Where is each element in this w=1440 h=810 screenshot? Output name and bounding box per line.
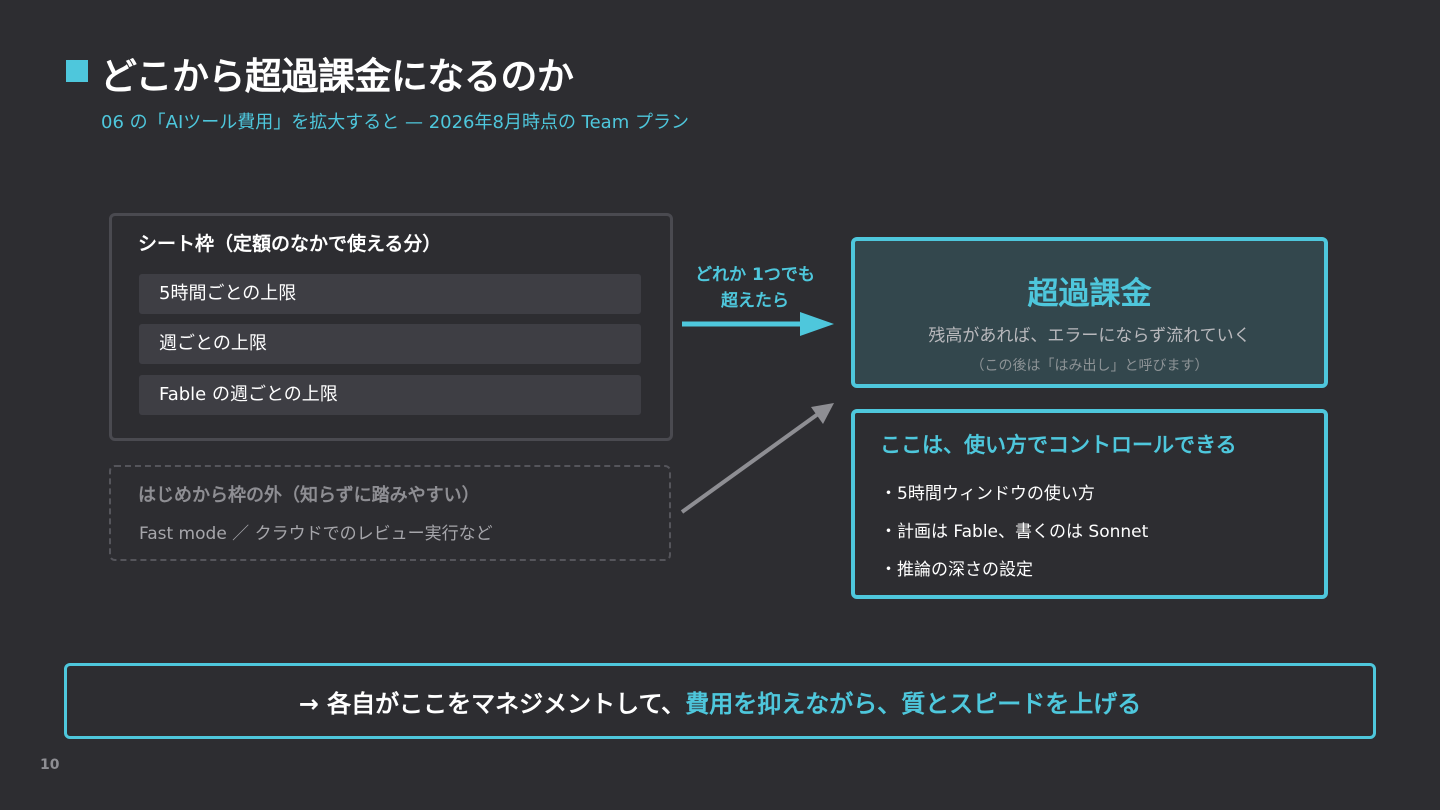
- seat-quota-box: [109, 213, 673, 441]
- outside-quota-title: はじめから枠の外（知らずに踏みやすい）: [138, 485, 480, 506]
- outside-quota-box: [109, 465, 671, 561]
- usage-control-title: ここは、使い方でコントロールできる: [880, 433, 1237, 457]
- conclusion-prefix: → 各自がここをマネジメントして、: [298, 690, 686, 718]
- limit-item-fable-weekly: Fable の週ごとの上限: [139, 375, 641, 415]
- limit-item-weekly: 週ごとの上限: [139, 324, 641, 364]
- exceed-arrow-label: どれか 1つでも 超えたら: [680, 262, 830, 314]
- overage-billing-box: [851, 237, 1328, 388]
- limit-item-5h: 5時間ごとの上限: [139, 274, 641, 314]
- usage-control-box: [851, 409, 1328, 599]
- overage-billing-title: 超過課金: [1027, 276, 1152, 312]
- control-item-fable-sonnet: ・計画は Fable、書くのは Sonnet: [880, 522, 1149, 542]
- title-square-marker: [66, 60, 88, 82]
- page-subtitle: 06 の「AIツール費用」を拡大すると — 2026年8月時点の Team プラ…: [101, 112, 689, 133]
- overage-billing-description: 残高があれば、エラーにならず流れていく: [928, 326, 1251, 346]
- exceed-arrow: [682, 312, 834, 336]
- control-item-reasoning-depth: ・推論の深さの設定: [880, 560, 1033, 580]
- page-title: どこから超過課金になるのか: [100, 55, 574, 98]
- control-item-5h-window: ・5時間ウィンドウの使い方: [880, 484, 1095, 504]
- seat-quota-title: シート枠（定額のなかで使える分）: [138, 233, 442, 255]
- outside-quota-description: Fast mode ／ クラウドでのレビュー実行など: [139, 524, 493, 544]
- overage-billing-note: （この後は「はみ出し」と呼びます）: [970, 358, 1209, 374]
- conclusion-banner: [64, 663, 1376, 739]
- conclusion-text: → 各自がここをマネジメントして、費用を抑えながら、質とスピードを上げる: [64, 684, 1376, 719]
- exceed-label-line1: どれか 1つでも: [695, 265, 815, 285]
- page-number: 10: [40, 757, 60, 773]
- conclusion-accent: 費用を抑えながら、質とスピードを上げる: [685, 690, 1142, 718]
- exceed-label-line2: 超えたら: [721, 291, 789, 311]
- outside-to-overage-arrow: [680, 403, 834, 514]
